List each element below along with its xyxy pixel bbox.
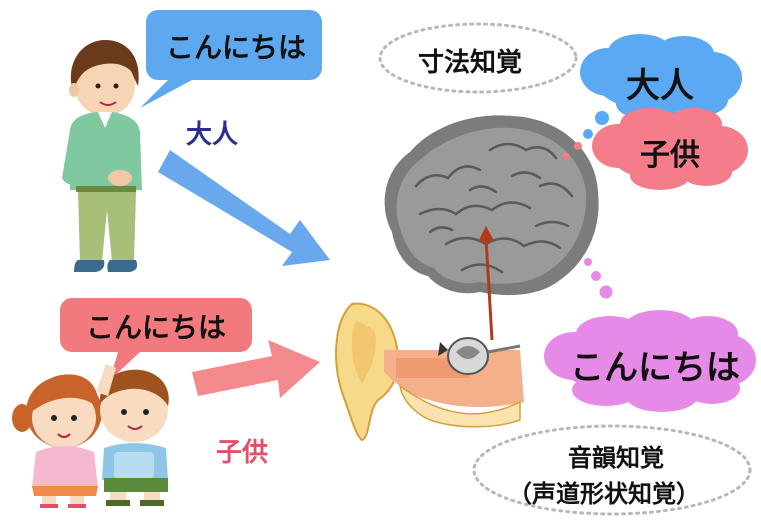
brain-icon <box>384 115 599 296</box>
adult-speech-text: こんにちは <box>166 31 307 64</box>
vocal-tract-perception-label: （声道形状知覚） <box>508 480 700 508</box>
child-thought-text: 子供 <box>640 138 700 173</box>
ear-anatomy-icon <box>335 302 524 442</box>
size-perception-outline <box>378 22 578 94</box>
adult-thought-text: 大人 <box>626 66 694 106</box>
greeting-thought-dots <box>584 258 613 299</box>
adult-label: 大人 <box>186 120 239 150</box>
thought-dots-upper <box>562 111 609 160</box>
adult-to-ear-arrow <box>158 150 330 266</box>
phoneme-perception-outline <box>472 424 752 516</box>
size-perception-label: 寸法知覚 <box>418 48 523 78</box>
greeting-thought-text: こんにちは <box>570 348 740 388</box>
children-label: 子供 <box>216 438 269 468</box>
adult-speech-bubble <box>140 10 322 108</box>
adult-man-figure <box>62 40 142 272</box>
greeting-thought-cloud <box>544 310 756 412</box>
children-to-ear-arrow <box>192 340 320 398</box>
phoneme-perception-label: 音韻知覚 <box>568 444 664 472</box>
ear-to-brain-arrow <box>478 226 494 341</box>
child-thought-cloud <box>592 108 748 190</box>
children-speech-text: こんにちは <box>86 311 227 344</box>
children-speech-bubble <box>60 298 252 380</box>
children-figure <box>12 364 169 508</box>
